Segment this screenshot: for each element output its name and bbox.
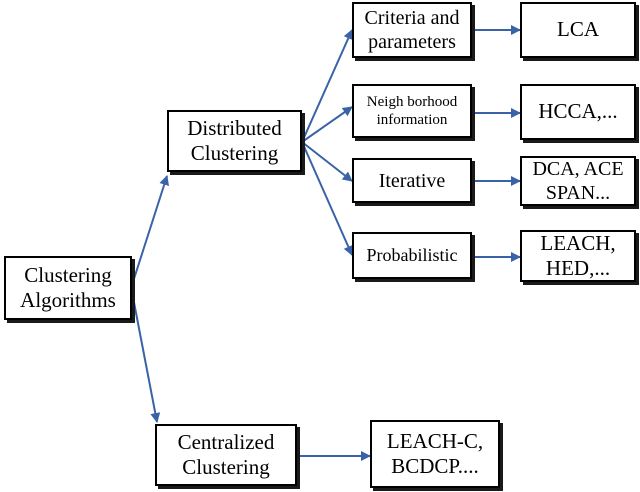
iterative-node: Iterative xyxy=(352,158,472,203)
arrow-distributed-to-neighborhood xyxy=(301,106,353,143)
lca-label: LCA xyxy=(557,17,599,42)
arrow-distributed-to-iterative xyxy=(301,141,353,182)
probabilistic-label: Probabilistic xyxy=(366,244,458,265)
dca-ace-span-label: DCA, ACE SPAN... xyxy=(532,158,624,204)
arrow-root-to-centralized xyxy=(131,291,161,423)
arrow-distributed-to-probabilistic xyxy=(301,141,353,256)
hcca-node: HCCA,... xyxy=(520,84,636,140)
probabilistic-node: Probabilistic xyxy=(352,232,472,279)
hcca-label: HCCA,... xyxy=(538,99,618,124)
leach-c-bcdcp-node: LEACH-C, BCDCP.... xyxy=(370,420,500,488)
neighborhood-information-label: Neigh borhood information xyxy=(366,94,458,128)
distributed-clustering-node: Distributed Clustering xyxy=(167,110,302,172)
neighborhood-information-node: Neigh borhood information xyxy=(352,84,472,138)
leach-hed-label: LEACH, HED,... xyxy=(540,230,616,280)
iterative-label: Iterative xyxy=(378,169,446,192)
leach-hed-node: LEACH, HED,... xyxy=(520,230,636,282)
centralized-clustering-label: Centralized Clustering xyxy=(177,429,275,479)
clustering-algorithms-node: Clustering Algorithms xyxy=(4,256,132,320)
dca-ace-span-node: DCA, ACE SPAN... xyxy=(520,156,636,206)
criteria-parameters-node: Criteria and parameters xyxy=(352,2,472,58)
arrow-root-to-distributed xyxy=(131,175,170,286)
lca-node: LCA xyxy=(520,2,636,58)
distributed-clustering-label: Distributed Clustering xyxy=(187,115,282,165)
clustering-algorithms-label: Clustering Algorithms xyxy=(20,262,116,312)
centralized-clustering-node: Centralized Clustering xyxy=(155,424,297,486)
criteria-parameters-label: Criteria and parameters xyxy=(364,7,460,53)
leach-c-bcdcp-label: LEACH-C, BCDCP.... xyxy=(386,428,484,478)
arrow-distributed-to-criteria xyxy=(301,29,353,143)
